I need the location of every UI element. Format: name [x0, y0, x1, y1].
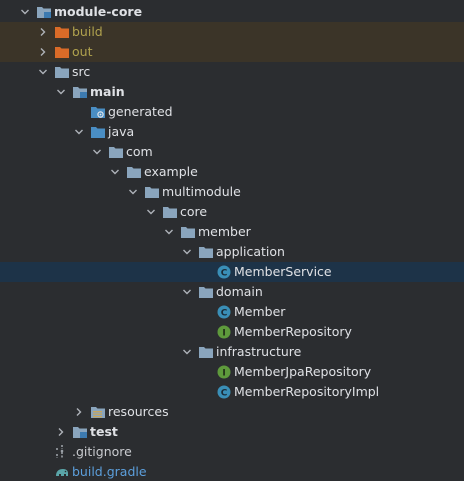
tree-node-label: MemberRepository: [234, 324, 352, 339]
tree-node-label: module-core: [54, 4, 143, 19]
tree-node-label: application: [216, 244, 285, 259]
svg-text:I: I: [222, 328, 225, 338]
svg-text:I: I: [222, 368, 225, 378]
tree-node-test[interactable]: test: [0, 422, 464, 442]
chevron-down-icon[interactable]: [146, 202, 156, 222]
tree-node-label: domain: [216, 284, 263, 299]
tree-node-java[interactable]: java: [0, 122, 464, 142]
package-folder-icon: [162, 202, 178, 222]
tree-node-build-gradle[interactable]: build.gradle: [0, 462, 464, 481]
tree-node-label: MemberRepositoryImpl: [234, 384, 380, 399]
tree-node-label: src: [72, 64, 91, 79]
source-set-folder-icon: [72, 82, 88, 102]
tree-node-memberrepositoryimpl[interactable]: C MemberRepositoryImpl: [0, 382, 464, 402]
tree-node-multimodule[interactable]: multimodule: [0, 182, 464, 202]
package-folder-icon: [108, 142, 124, 162]
folder-icon: [54, 62, 70, 82]
package-folder-icon: [180, 222, 196, 242]
gitignore-file-icon: [54, 442, 70, 462]
svg-text:C: C: [221, 268, 228, 278]
excluded-folder-icon: [54, 42, 70, 62]
tree-node-resources[interactable]: resources: [0, 402, 464, 422]
tree-node-label: main: [90, 84, 125, 99]
tree-node-label: build: [72, 24, 103, 39]
svg-text:C: C: [221, 388, 228, 398]
gradle-file-icon: [54, 462, 70, 481]
tree-node-label: java: [108, 124, 135, 139]
package-folder-icon: [198, 282, 214, 302]
class-icon: C: [216, 382, 232, 402]
tree-node-label: build.gradle: [72, 464, 147, 479]
tree-node-core[interactable]: core: [0, 202, 464, 222]
chevron-down-icon[interactable]: [56, 82, 66, 102]
chevron-down-icon[interactable]: [92, 142, 102, 162]
tree-node-label: multimodule: [162, 184, 241, 199]
tree-node-label: generated: [108, 104, 173, 119]
chevron-down-icon[interactable]: [182, 282, 192, 302]
chevron-down-icon[interactable]: [128, 182, 138, 202]
tree-node-label: out: [72, 44, 93, 59]
tree-node-label: test: [90, 424, 118, 439]
tree-node-memberrepository[interactable]: I MemberRepository: [0, 322, 464, 342]
interface-icon: I: [216, 322, 232, 342]
tree-node-example[interactable]: example: [0, 162, 464, 182]
tree-node-com[interactable]: com: [0, 142, 464, 162]
tree-node-label: resources: [108, 404, 169, 419]
chevron-down-icon[interactable]: [182, 242, 192, 262]
tree-node-label: Member: [234, 304, 286, 319]
tree-node-member[interactable]: member: [0, 222, 464, 242]
tree-node-domain[interactable]: domain: [0, 282, 464, 302]
tree-node-src[interactable]: src: [0, 62, 464, 82]
tree-node-infrastructure[interactable]: infrastructure: [0, 342, 464, 362]
module-folder-icon: [36, 2, 52, 22]
tree-node-main[interactable]: main: [0, 82, 464, 102]
package-folder-icon: [126, 162, 142, 182]
tree-node-generated[interactable]: generated: [0, 102, 464, 122]
chevron-down-icon[interactable]: [20, 2, 30, 22]
tree-node-build[interactable]: build: [0, 22, 464, 42]
package-folder-icon: [144, 182, 160, 202]
tree-node-memberservice[interactable]: C MemberService: [0, 262, 464, 282]
class-icon: C: [216, 302, 232, 322]
tree-node-label: com: [126, 144, 153, 159]
chevron-down-icon[interactable]: [74, 122, 84, 142]
package-folder-icon: [198, 242, 214, 262]
svg-text:C: C: [221, 308, 228, 318]
chevron-down-icon[interactable]: [182, 342, 192, 362]
chevron-down-icon[interactable]: [110, 162, 120, 182]
tree-node-label: example: [144, 164, 198, 179]
chevron-down-icon[interactable]: [164, 222, 174, 242]
tree-node-label: core: [180, 204, 208, 219]
tree-node-label: MemberJpaRepository: [234, 364, 372, 379]
tree-node-module-core[interactable]: module-core: [0, 2, 464, 22]
tree-node-out[interactable]: out: [0, 42, 464, 62]
chevron-down-icon[interactable]: [38, 62, 48, 82]
source-root-folder-icon: [90, 122, 106, 142]
excluded-folder-icon: [54, 22, 70, 42]
chevron-right-icon[interactable]: [74, 402, 84, 422]
class-icon: C: [216, 262, 232, 282]
tree-node-label: .gitignore: [72, 444, 132, 459]
tree-node-gitignore[interactable]: .gitignore: [0, 442, 464, 462]
generated-sources-folder-icon: [90, 102, 106, 122]
tree-node-label: MemberService: [234, 264, 332, 279]
tree-node-member-class[interactable]: C Member: [0, 302, 464, 322]
chevron-right-icon[interactable]: [38, 42, 48, 62]
resources-folder-icon: [90, 402, 106, 422]
tree-node-label: infrastructure: [216, 344, 302, 359]
chevron-right-icon[interactable]: [38, 22, 48, 42]
package-folder-icon: [198, 342, 214, 362]
tree-node-label: member: [198, 224, 251, 239]
chevron-right-icon[interactable]: [56, 422, 66, 442]
interface-icon: I: [216, 362, 232, 382]
tree-node-application[interactable]: application: [0, 242, 464, 262]
tree-node-memberjparepository[interactable]: I MemberJpaRepository: [0, 362, 464, 382]
source-set-folder-icon: [72, 422, 88, 442]
